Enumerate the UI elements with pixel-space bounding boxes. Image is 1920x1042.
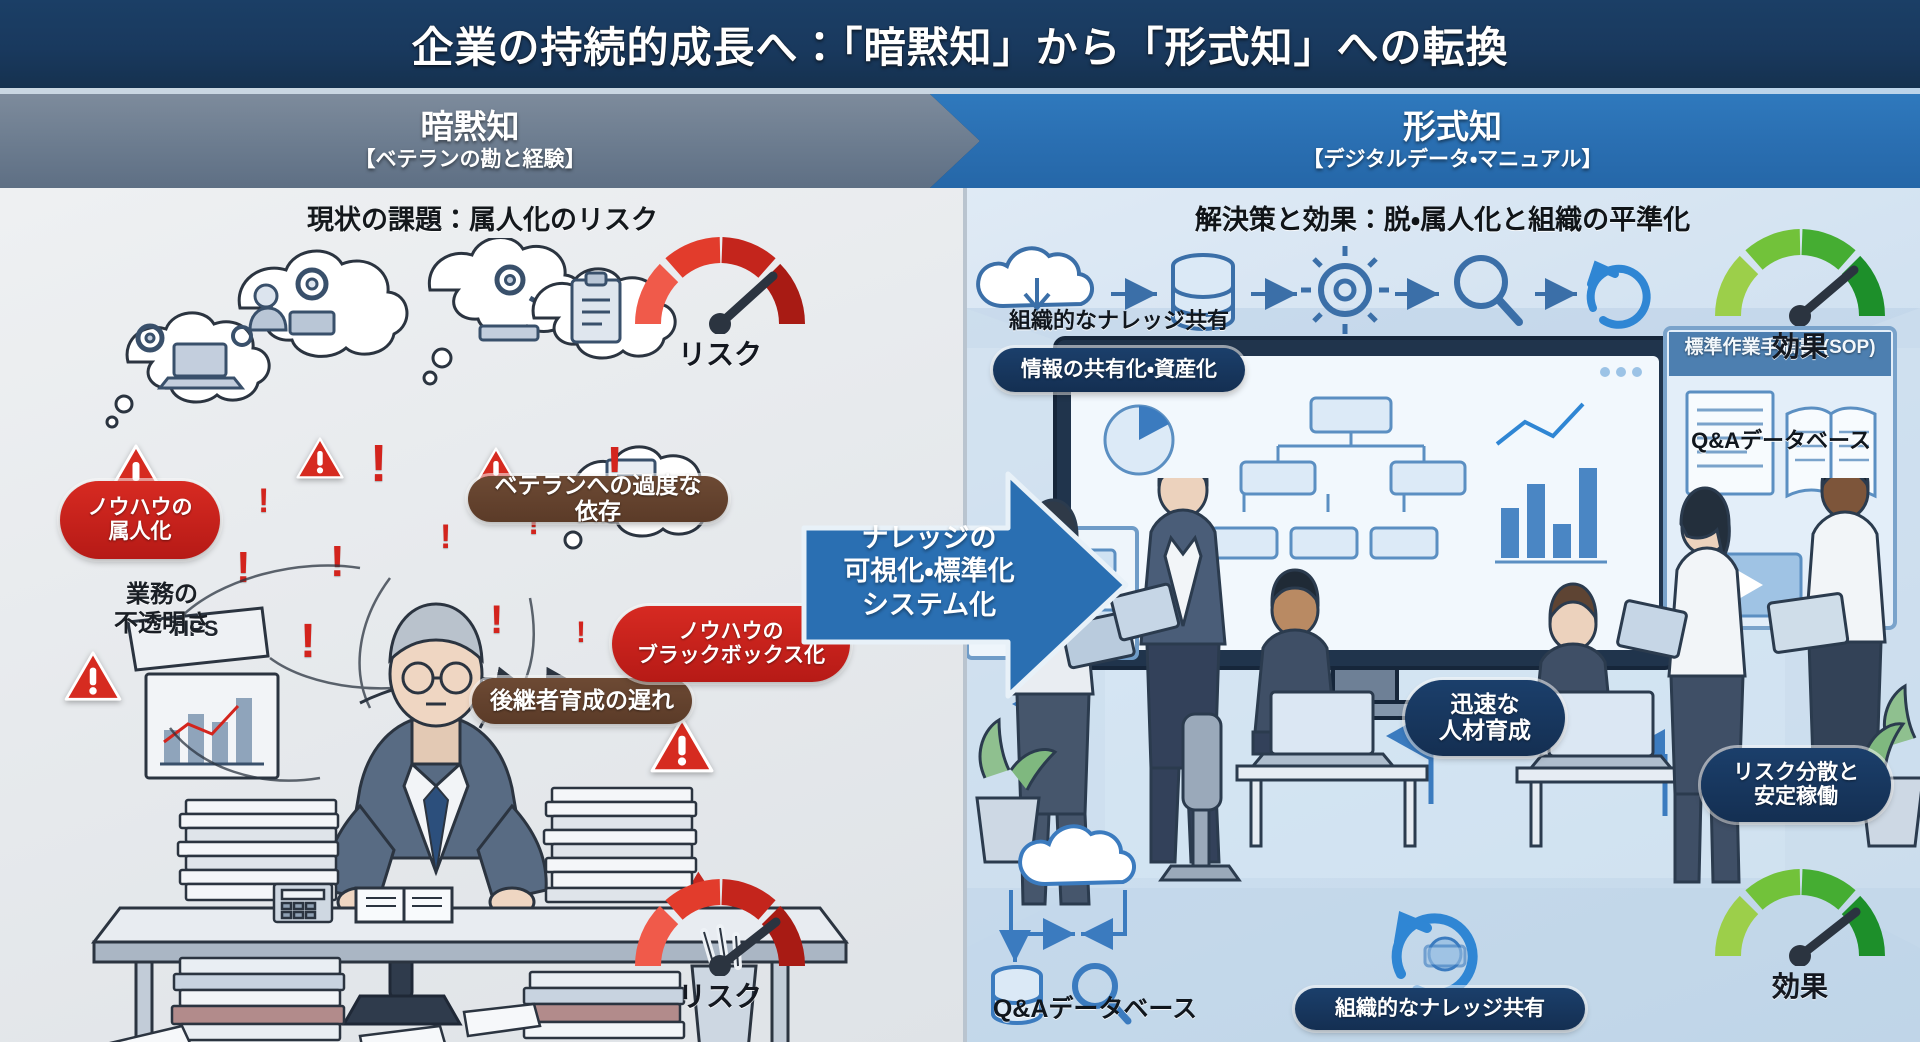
risk-gauge-top-label: リスク: [677, 339, 762, 370]
label-veteran-dependency: ベテランへの過度な依存: [468, 472, 728, 524]
risk-gauge-icon: [634, 879, 806, 977]
explicit-band-subtitle: 【デジタルデータ・マニュアル】: [1302, 148, 1603, 172]
effect-gauge-top: 効果: [1710, 228, 1890, 365]
left-section-title: 現状の課題：属人化のリスク: [307, 205, 658, 235]
title-bar: 企業の持続的成長へ：「暗黙知」から「形式知」への転換: [0, 0, 1920, 88]
exclamation-mark: !: [528, 504, 540, 542]
risk-gauge-bottom: リスク: [630, 878, 810, 1015]
exclamation-mark: !: [300, 615, 316, 668]
office-people-group: [975, 478, 1920, 906]
explicit-knowledge-band: 形式知 【デジタルデータ・マニュアル】: [930, 94, 1920, 188]
effect-gauge-icon: [1714, 869, 1886, 967]
arrow-text-line2: 可視化・標準化: [843, 556, 1015, 587]
label-fast-training-line1: 迅速な: [1450, 691, 1520, 718]
warning-triangle-icon: [64, 650, 122, 702]
exclamation-mark: !: [330, 537, 345, 586]
label-knowhow-personalization-line1: ノウハウの: [87, 496, 193, 520]
label-successor-delay: 後継者育成の遅れ: [472, 678, 692, 724]
label-knowhow-personalization-line2: 属人化: [108, 520, 172, 543]
label-knowhow-personalization: ノウハウの 属人化: [60, 481, 220, 559]
exclamation-mark: !: [440, 518, 452, 556]
arrow-text-line3: システム化: [861, 589, 997, 620]
title-underline: [0, 88, 1920, 94]
bottom-knowledge-flow-icons: [991, 824, 1136, 1026]
label-info-sharing: 情報の共有化・資産化: [993, 348, 1245, 392]
tacit-band-subtitle: 【ベテランの勘と経験】: [354, 148, 586, 172]
effect-gauge-bottom: 効果: [1710, 868, 1890, 1005]
clipboard-cloud: [531, 267, 677, 360]
exclamation-mark: !: [490, 598, 504, 642]
label-opaque-work: 業務の 不透明さ: [72, 580, 252, 639]
tacit-band-title: 暗黙知: [420, 107, 520, 145]
tips-note: [126, 606, 270, 672]
knowledge-pipeline-icons: [976, 246, 1651, 334]
label-fast-training: 迅速な 人材育成: [1405, 680, 1565, 756]
effect-gauge-top-label: 効果: [1771, 331, 1828, 362]
risk-gauge-icon: [634, 237, 806, 335]
effect-gauge-icon: [1714, 229, 1886, 327]
page-title: 企業の持続的成長へ：「暗黙知」から「形式知」への転換: [411, 23, 1509, 71]
label-risk-distribution: リスク分散と 安定稼働: [1701, 748, 1891, 822]
label-knowledge-sharing-top: 組織的なナレッジ共有: [1008, 308, 1229, 333]
label-knowhow-blackbox-line2: ブラックボックス化: [636, 644, 826, 667]
exclamation-mark: !: [576, 616, 586, 649]
exclamation-mark: !: [370, 435, 388, 493]
veteran-desk-scene: [90, 602, 850, 1042]
transformation-arrow: ナレッジの 可視化・標準化 システム化: [800, 470, 1130, 700]
label-opaque-work-line2: 不透明さ: [114, 610, 210, 638]
transformation-arrow-text: ナレッジの 可視化・標準化 システム化: [814, 522, 1044, 622]
tips-note-label: TIPS: [169, 616, 219, 641]
exclamation-mark: !: [258, 482, 270, 520]
label-fast-training-line2: 人材育成: [1439, 717, 1531, 743]
warning-triangle-icon: [650, 716, 714, 774]
arrow-shape-icon: [801, 471, 1129, 699]
label-opaque-work-line1: 業務の: [126, 581, 198, 608]
laptop-gears-cloud: [105, 311, 271, 429]
warning-triangle-icon: [296, 436, 344, 480]
label-knowledge-sharing-bottom: 組織的なナレッジ共有: [1295, 988, 1585, 1030]
risk-gauge-bottom-label: リスク: [677, 981, 762, 1012]
label-qa-database-bottom: Q&Aデータベース: [992, 995, 1198, 1023]
label-qa-database-top: Q&Aデータベース: [1691, 428, 1871, 453]
label-knowhow-blackbox-line1: ノウハウの: [678, 620, 784, 644]
sync-cycle-icon: [1391, 910, 1478, 1000]
label-risk-distribution-line1: リスク分散と: [1733, 761, 1859, 785]
explicit-band-title: 形式知: [1403, 107, 1502, 145]
right-section-title: 解決策と効果：脱・属人化と組織の平準化: [1194, 205, 1691, 235]
effect-gauge-bottom-label: 効果: [1771, 971, 1828, 1002]
arrow-text-line1: ナレッジの: [861, 523, 997, 553]
label-risk-distribution-line2: 安定稼働: [1754, 785, 1838, 808]
risk-gauge-top: リスク: [630, 236, 810, 373]
label-sop-title: 標準作業手順書 (SOP): [1684, 337, 1876, 358]
tacit-knowledge-band: 暗黙知 【ベテランの勘と経験】: [0, 94, 980, 188]
